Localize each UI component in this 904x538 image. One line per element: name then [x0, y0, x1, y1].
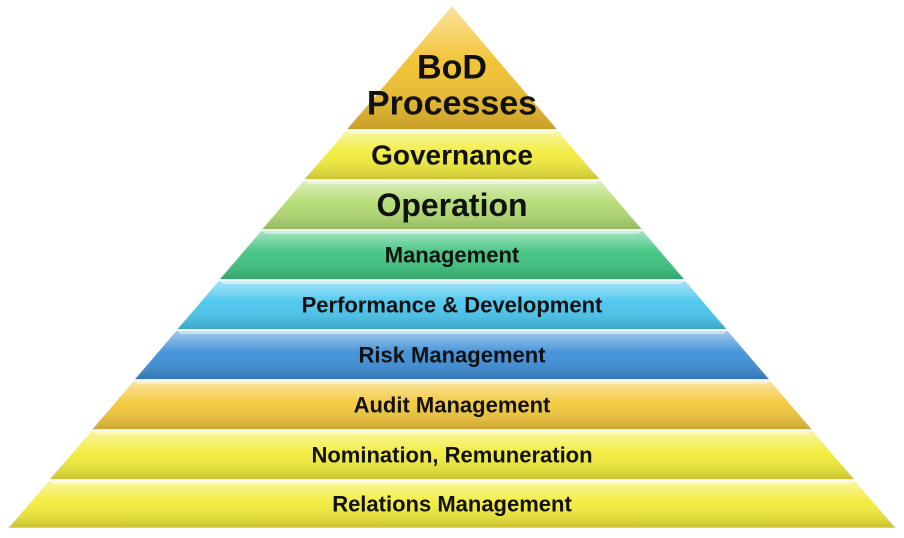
pyramid-label-bod-processes-line-2: Processes — [367, 84, 537, 122]
pyramid-band-shading — [48, 430, 856, 480]
pyramid-band-shading — [8, 480, 896, 528]
pyramid-label-risk-management: Risk Management — [358, 343, 546, 368]
pyramid-level-management — [216, 229, 688, 281]
pyramid-label-management: Management — [385, 243, 520, 268]
pyramid-label-bod-processes-line-1: BoD — [417, 49, 487, 87]
pyramid-label-relations-management: Relations Management — [332, 492, 572, 517]
pyramid-level-audit-management — [89, 379, 815, 431]
pyramid-band-bevel — [345, 130, 559, 134]
pyramid-bands — [6, 3, 898, 529]
pyramid-label-performance-development: Performance & Development — [302, 293, 603, 318]
pyramid-labels: BoDProcessesGovernanceOperationManagemen… — [302, 49, 603, 517]
pyramid-band-bevel — [261, 230, 643, 234]
pyramid-band-shading — [218, 230, 686, 280]
pyramid-band-bevel — [218, 280, 686, 284]
pyramid-band-shading — [261, 180, 643, 230]
pyramid-band-shading — [303, 130, 601, 180]
pyramid-label-governance: Governance — [371, 140, 533, 171]
pyramid-band-bevel — [303, 180, 601, 184]
pyramid-band-shading — [133, 330, 771, 380]
pyramid-band-bevel — [48, 480, 856, 484]
pyramid-label-audit-management: Audit Management — [354, 393, 551, 418]
pyramid-label-operation: Operation — [376, 187, 527, 223]
pyramid-band-bevel — [91, 430, 813, 434]
pyramid-level-risk-management — [131, 329, 773, 381]
pyramid-band-bevel — [133, 380, 771, 384]
pyramid-level-nomination-remuneration — [47, 429, 857, 481]
pyramid-level-performance-development — [174, 279, 730, 331]
pyramid-band-shading — [176, 280, 728, 330]
pyramid-label-nomination-remuneration: Nomination, Remuneration — [311, 443, 592, 468]
pyramid-band-shading — [345, 5, 559, 130]
pyramid-band-bevel — [176, 330, 728, 334]
pyramid-level-relations-management — [6, 479, 898, 529]
pyramid-band-shading — [91, 380, 813, 430]
